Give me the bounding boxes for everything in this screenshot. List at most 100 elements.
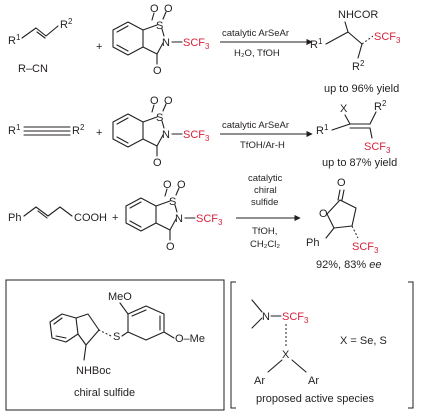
species-x: X <box>282 349 290 361</box>
species-ar-left: Ar <box>254 375 265 387</box>
substrate-double-bond <box>37 210 48 219</box>
sulfide-caption: chiral sulfide <box>74 387 135 399</box>
species-ar-right: Ar <box>308 375 319 387</box>
reagent-oxygen-2: O <box>164 3 173 15</box>
reaction-2-yield: up to 87% yield <box>322 157 397 169</box>
reagent-aromatic-bond-1 <box>116 25 129 33</box>
reagent-3-scf3-label: SCF3 <box>196 213 223 227</box>
reagent-2-c-co-bond <box>142 138 158 147</box>
product-2-cx-bond <box>344 114 351 125</box>
product-3-co-bond <box>337 189 341 201</box>
product-1-cn-bond <box>344 21 349 33</box>
substrate-acid-label: COOH <box>74 212 107 224</box>
plus-sign: + <box>96 41 102 53</box>
product-2-structure: X R1 R2 SCF3 <box>316 99 391 155</box>
product-2-cs-bond <box>369 127 373 139</box>
reaction-2-catalyst: catalytic ArSeAr <box>222 120 289 131</box>
active-species-panel: N SCF3 X Ar Ar X = Se, S proposed active… <box>230 281 414 409</box>
species-methyl-bond-2 <box>251 317 263 329</box>
substrate-ph-label: Ph <box>8 212 21 224</box>
reagent-so-bond-2 <box>162 11 167 20</box>
reagent-2-nitrogen: N <box>162 129 170 141</box>
product-1-r1: R1 <box>310 37 323 51</box>
reagent-structure: O O S N SCF3 O <box>112 3 210 77</box>
product-2-cr2-bond <box>369 111 377 125</box>
reaction-3-catalyst-line-3: sulfide <box>251 197 278 208</box>
reaction-1-yield: up to 96% yield <box>324 83 399 95</box>
reagent-3-nitrogen: N <box>175 213 183 225</box>
sulfide-wedge-bond <box>83 344 87 361</box>
reaction-2-conditions: TfOH/Ar-H <box>240 140 285 151</box>
substrate-chain <box>23 206 73 217</box>
chiral-sulfide-panel: MeO O–Me S NHBoc chiral sulfide <box>5 279 225 411</box>
reagent-oxygen-1: O <box>150 3 159 15</box>
reagent-2-oxygen-2: O <box>164 95 173 107</box>
sulfide-ome-bond <box>163 331 175 339</box>
species-x-definition: X = Se, S <box>340 335 387 347</box>
alkyne-r1-label: R1 <box>8 123 21 137</box>
reaction-2: R1 R2 + O O S N SCF3 O catalyt <box>8 95 397 169</box>
species-nitrogen: N <box>262 311 270 323</box>
product-1-nhcor: NHCOR <box>338 9 378 21</box>
product-2-x: X <box>340 103 348 115</box>
reagent-co-n-bond <box>156 42 164 55</box>
alkene-r1-label: R1 <box>8 33 21 47</box>
reagent-3-benzene-ring <box>125 197 157 232</box>
species-x-ar-right-bond <box>291 359 307 373</box>
reagent-2-scf3-label: SCF3 <box>183 129 210 143</box>
alkene-r2-label: R2 <box>60 17 73 31</box>
reaction-3: Ph COOH + O O S N SCF3 O catalytic <box>8 173 381 271</box>
sulfide-sulfur: S <box>113 331 120 343</box>
product-1-hashed-bond <box>361 35 374 45</box>
reaction-3-yield: 92%, 83% ee <box>316 259 381 271</box>
product-1-scf3: SCF3 <box>374 31 401 45</box>
sulfide-nhboc-label: NHBoc <box>76 365 111 377</box>
sulfide-meo-bond <box>119 302 129 315</box>
reagent-3-oxygen-2: O <box>177 179 186 191</box>
reagent-2-co-n-bond <box>156 134 164 147</box>
product-3-lactone-ring <box>326 199 357 229</box>
reagent-s-n-bond <box>161 28 165 37</box>
species-methyl-bond-1 <box>251 299 263 313</box>
product-3-carbonyl-o: O <box>337 177 346 189</box>
reaction-3-catalyst-line-2: chiral <box>254 185 277 196</box>
product-2-r1: R1 <box>316 123 329 137</box>
species-x-ar-left-bond <box>267 359 283 373</box>
reagent-2-oxygen-3: O <box>153 157 162 169</box>
reagent-3-so-bond-2 <box>175 187 180 196</box>
product-3-structure: O O Ph SCF3 <box>306 177 379 255</box>
reaction-3-catalyst-line-1: catalytic <box>248 173 283 184</box>
reagent-3-c-s-bond <box>155 200 171 207</box>
sulfide-hashed-bond <box>98 329 112 337</box>
product-1-structure: NHCOR R1 SCF3 R2 <box>310 9 401 73</box>
sulfide-aryl-ring <box>127 305 165 341</box>
product-2-cr1-bond <box>331 123 351 131</box>
reagent-2-c-s-bond <box>142 116 158 123</box>
sulfide-meo-label: MeO <box>108 291 132 303</box>
reagent-aromatic-bond-2 <box>116 44 129 52</box>
reagent-oxygen-3: O <box>153 65 162 77</box>
reagent-2-so-bond-1 <box>151 104 155 113</box>
reaction-3-conditions-line-2: CH₂Cl₂ <box>250 239 280 250</box>
chiral-sulfide-box <box>5 279 225 411</box>
reagent-3-co-n-bond <box>169 218 177 231</box>
reagent-structure-3: O O S N SCF3 O <box>125 179 223 253</box>
reagent-scf3-label: SCF3 <box>183 37 210 51</box>
reagent-2-sulfur: S <box>156 112 163 124</box>
alkyne-substrate: R1 R2 <box>8 123 85 137</box>
plus-sign-2: + <box>96 127 102 139</box>
reagent-sulfur: S <box>156 20 163 32</box>
reaction-1-conditions: H₂O, TfOH <box>234 48 280 59</box>
sulfide-aryl-bond-1 <box>131 309 147 317</box>
alkyne-r2-label: R2 <box>72 123 85 137</box>
sulfide-indane-bond-1 <box>53 317 63 325</box>
reagent-2-s-n-bond <box>161 120 165 129</box>
product-1-backbone <box>325 31 363 45</box>
reagent-c-s-bond <box>142 24 158 31</box>
reagent-nitrogen: N <box>162 37 170 49</box>
product-3-scf3: SCF3 <box>352 241 379 255</box>
product-3-co-double-bond <box>341 189 345 201</box>
acid-substrate: Ph COOH <box>8 206 107 224</box>
